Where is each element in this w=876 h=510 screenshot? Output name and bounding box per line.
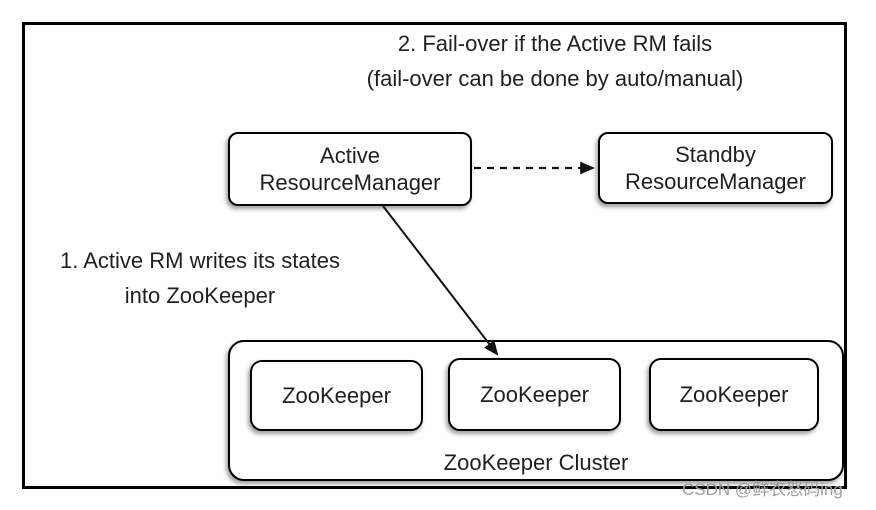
failover-annotation-line1: 2. Fail-over if the Active RM fails — [397, 31, 713, 56]
zookeeper-node: ZooKeeper — [448, 358, 621, 431]
zookeeper-node: ZooKeeper — [649, 358, 819, 431]
watermark: CSDN @鲜衣怒码ing — [682, 480, 843, 499]
standby-rm-label-line2: ResourceManager — [625, 169, 806, 194]
zookeeper-node: ZooKeeper — [250, 360, 423, 431]
active-resourcemanager-node: Active ResourceManager — [228, 132, 472, 206]
writes-annotation-line1: 1. Active RM writes its states — [60, 248, 340, 273]
writes-annotation-line2: into ZooKeeper — [124, 283, 276, 308]
zookeeper-node-label: ZooKeeper — [679, 382, 789, 407]
standby-rm-label-line1: Standby — [675, 142, 756, 167]
failover-annotation: 2. Fail-over if the Active RM fails (fai… — [295, 26, 815, 96]
writes-annotation: 1. Active RM writes its states into ZooK… — [24, 243, 376, 313]
active-rm-label-line2: ResourceManager — [259, 170, 441, 195]
standby-resourcemanager-node: Standby ResourceManager — [598, 132, 833, 204]
zookeeper-node-label: ZooKeeper — [282, 383, 391, 408]
zookeeper-node-label: ZooKeeper — [480, 382, 589, 407]
zookeeper-cluster-label: ZooKeeper Cluster — [443, 450, 629, 475]
failover-annotation-line2: (fail-over can be done by auto/manual) — [366, 66, 744, 91]
active-rm-label-line1: Active — [320, 143, 380, 168]
